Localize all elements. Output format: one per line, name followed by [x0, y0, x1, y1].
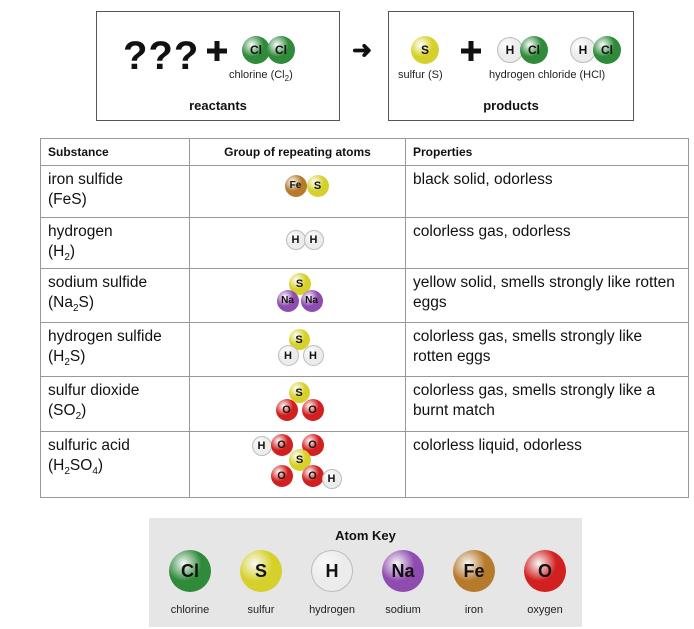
substance-formula: (SO2) [48, 402, 87, 423]
key-item-label: sulfur [247, 604, 275, 616]
key-item-label: hydrogen [309, 604, 355, 616]
key-item-label: iron [464, 604, 484, 616]
atom-oxygen: O [270, 434, 293, 456]
substance-name: sodium sulfide [48, 274, 148, 291]
atom-chlorine: Cl [169, 550, 211, 592]
substance-formula: (H2) [48, 243, 76, 264]
arrow-right-icon: ➜ [352, 37, 373, 64]
substance-formula: (H2SO4) [48, 457, 104, 478]
atom-sodium: Na [382, 550, 424, 592]
atom-chlorine: Cl [242, 36, 270, 64]
atom-iron: Fe [284, 175, 307, 197]
substance-cell: hydrogen sulfide (H2S) [40, 322, 190, 377]
substance-name: hydrogen sulfide [48, 328, 162, 345]
substance-formula: (Na2S) [48, 294, 95, 315]
key-item-iron: Fe iron [439, 550, 509, 616]
substance-name: iron sulfide [48, 171, 123, 188]
key-item-label: oxygen [527, 604, 563, 616]
atom-oxygen: O [301, 434, 324, 456]
atom-hydrogen: H [311, 550, 353, 592]
atom-chlorine: Cl [267, 36, 295, 64]
atom-hydrogen: H [303, 230, 324, 250]
plus-icon [207, 41, 227, 61]
reactants-label: reactants [189, 98, 247, 113]
col-header-substance: Substance [40, 138, 190, 166]
reactants-box: ??? Cl Cl chlorine (Cl2) reactants [96, 11, 340, 121]
substance-cell: sodium sulfide (Na2S) [40, 268, 190, 323]
col-header-atoms: Group of repeating atoms [189, 138, 406, 166]
atom-hydrogen: H [302, 345, 324, 366]
atom-hydrogen: H [321, 469, 342, 489]
key-item-label: sodium [385, 604, 421, 616]
properties-cell: colorless gas, smells strongly like rott… [405, 322, 689, 377]
atom-oxygen: O [524, 550, 566, 592]
atom-iron: Fe [453, 550, 495, 592]
properties-cell: yellow solid, smells strongly like rotte… [405, 268, 689, 323]
substance-cell: iron sulfide (FeS) [40, 165, 190, 218]
atom-sulfur: S [288, 329, 310, 350]
atom-oxygen: O [270, 465, 293, 487]
atom-sulfur: S [411, 36, 439, 64]
atom-sulfur: S [288, 382, 310, 403]
unknown-reactant: ??? [123, 34, 200, 78]
substance-name: sulfur dioxide [48, 382, 140, 399]
atom-hydrogen: H [277, 345, 299, 366]
substance-cell: sulfuric acid (H2SO4) [40, 431, 190, 498]
properties-cell: colorless liquid, odorless [405, 431, 689, 498]
atom-chlorine: Cl [520, 36, 548, 64]
plus-icon [461, 41, 481, 61]
atom-key-title: Atom Key [335, 528, 396, 543]
atom-oxygen: O [301, 465, 324, 487]
atom-sulfur: S [288, 273, 311, 295]
substance-name: sulfuric acid [48, 437, 130, 454]
products-box: S sulfur (S) H Cl H Cl hydrogen chloride… [388, 11, 634, 121]
properties-cell: colorless gas, odorless [405, 217, 689, 269]
atom-chlorine: Cl [593, 36, 621, 64]
products-label: products [483, 98, 539, 113]
key-item-label: chlorine [170, 604, 210, 616]
col-header-properties: Properties [405, 138, 689, 166]
atom-sulfur: S [306, 175, 329, 197]
key-item-sodium: Na sodium [368, 550, 438, 616]
hcl-caption: hydrogen chloride (HCl) [489, 69, 606, 81]
atom-hydrogen: H [251, 436, 272, 456]
atom-oxygen: O [275, 399, 298, 421]
table-header-row: Substance Group of repeating atoms Prope… [40, 138, 689, 166]
atom-sodium: Na [276, 290, 299, 312]
atom-hydrogen: H [497, 37, 523, 63]
key-item-chlorine: Cl chlorine [155, 550, 225, 616]
substance-formula: (FeS) [48, 191, 87, 208]
atom-sulfur: S [288, 449, 311, 471]
atom-oxygen: O [301, 399, 324, 421]
properties-cell: black solid, odorless [405, 165, 689, 218]
atom-sodium: Na [300, 290, 323, 312]
chlorine-caption: chlorine (Cl2) [229, 69, 293, 84]
atom-hydrogen: H [285, 230, 306, 250]
properties-cell: colorless gas, smells strongly like a bu… [405, 376, 689, 432]
substance-cell: hydrogen (H2) [40, 217, 190, 269]
substance-name: hydrogen [48, 223, 113, 240]
atom-hydrogen: H [570, 37, 596, 63]
substance-cell: sulfur dioxide (SO2) [40, 376, 190, 432]
atom-sulfur: S [240, 550, 282, 592]
substance-formula: (H2S) [48, 348, 86, 369]
substances-table: Substance Group of repeating atoms Prope… [40, 138, 689, 498]
sulfur-caption: sulfur (S) [398, 69, 443, 81]
